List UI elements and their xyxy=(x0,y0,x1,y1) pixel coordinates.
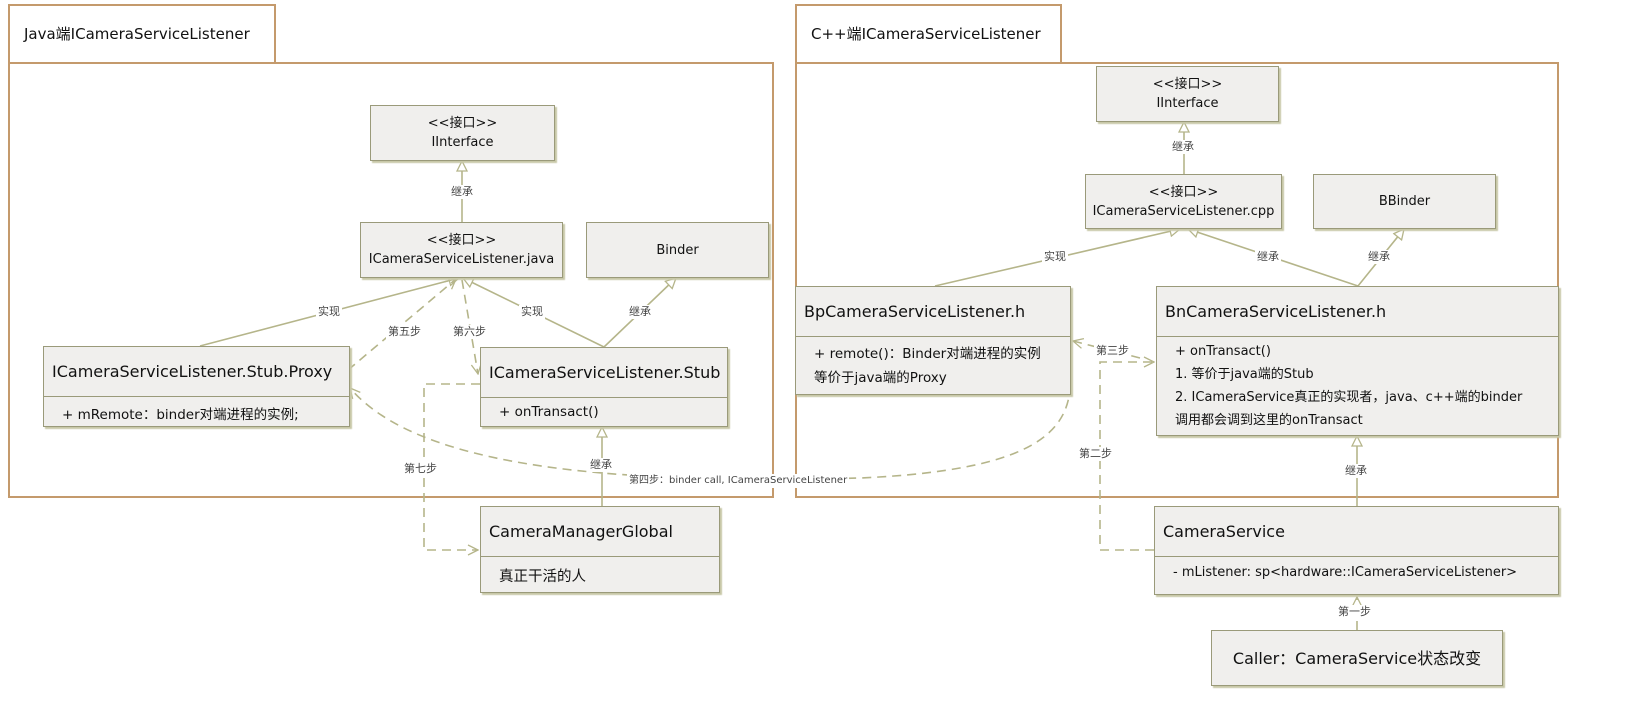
proxy-class-member: + mRemote：binder对端进程的实例; xyxy=(62,407,299,423)
cpp-iinterface-box: <<接口>> IInterface xyxy=(1096,66,1279,122)
java-iinterface-box: <<接口>> IInterface xyxy=(370,105,555,161)
label-bn-inherit-listener: 继承 xyxy=(1255,250,1281,264)
bp-class-name: BpCameraServiceListener.h xyxy=(796,287,1070,337)
java-iinterface-name: IInterface xyxy=(431,135,494,150)
label-step2: 第二步 xyxy=(1077,447,1114,461)
cpp-iinterface-name: IInterface xyxy=(1156,96,1219,111)
java-panel-frame xyxy=(8,62,774,498)
caller-name: Caller：CameraService状态改变 xyxy=(1232,648,1482,668)
edge-step5 xyxy=(347,279,456,371)
camera-manager-global-name: CameraManagerGlobal xyxy=(481,507,719,557)
proxy-class-box: ICameraServiceListener.Stub.Proxy + mRem… xyxy=(43,346,350,427)
cpp-iinterface-stereotype: <<接口>> xyxy=(1152,77,1223,92)
bn-class-line1: + onTransact() xyxy=(1175,344,1271,359)
label-step1: 第一步 xyxy=(1336,605,1373,619)
bn-class-line4: 调用都会调到这里的onTransact xyxy=(1175,413,1363,428)
proxy-class-name: ICameraServiceListener.Stub.Proxy xyxy=(44,347,349,397)
label-binder-inherit: 继承 xyxy=(627,305,653,319)
stub-class-member: + onTransact() xyxy=(499,404,599,420)
camera-manager-global-note: 真正干活的人 xyxy=(499,569,586,585)
label-proxy-implement: 实现 xyxy=(316,305,342,319)
camera-service-member: - mListener: sp<hardware::ICameraService… xyxy=(1173,565,1518,580)
caller-box: Caller：CameraService状态改变 xyxy=(1211,630,1503,686)
listener-java-name: ICameraServiceListener.java xyxy=(368,252,555,267)
bp-class-box: BpCameraServiceListener.h + remote()：Bin… xyxy=(795,286,1071,395)
bn-class-name: BnCameraServiceListener.h xyxy=(1157,287,1558,337)
label-java-inherit: 继承 xyxy=(449,185,475,199)
bn-class-body: + onTransact() 1. 等价于java端的Stub 2. ICame… xyxy=(1157,337,1558,432)
label-step6: 第六步 xyxy=(451,325,488,339)
listener-java-box: <<接口>> ICameraServiceListener.java xyxy=(360,222,563,278)
label-step7: 第七步 xyxy=(402,462,439,476)
camera-manager-global-box: CameraManagerGlobal 真正干活的人 xyxy=(480,506,720,593)
label-bbinder-inherit: 继承 xyxy=(1366,250,1392,264)
bp-class-line1: + remote()：Binder对端进程的实例 xyxy=(814,346,1041,362)
bn-class-line2: 1. 等价于java端的Stub xyxy=(1175,367,1314,382)
listener-cpp-name: ICameraServiceListener.cpp xyxy=(1092,203,1275,219)
label-cpp-inherit: 继承 xyxy=(1170,140,1196,154)
label-bp-implement: 实现 xyxy=(1042,250,1068,264)
bn-class-box: BnCameraServiceListener.h + onTransact()… xyxy=(1156,286,1559,436)
stub-class-name: ICameraServiceListener.Stub xyxy=(481,348,727,398)
label-stub-implement: 实现 xyxy=(519,305,545,319)
bp-class-line2: 等价于java端的Proxy xyxy=(814,370,947,386)
listener-java-stereotype: <<接口>> xyxy=(426,233,497,248)
camera-service-box: CameraService - mListener: sp<hardware::… xyxy=(1154,506,1559,595)
stub-class-box: ICameraServiceListener.Stub + onTransact… xyxy=(480,347,728,427)
bbinder-name: BBinder xyxy=(1378,194,1431,209)
label-cmg-inherit: 继承 xyxy=(588,458,614,472)
binder-box: Binder xyxy=(586,222,769,278)
java-panel-title: Java端ICameraServiceListener xyxy=(8,4,276,64)
edge-step4 xyxy=(350,369,1072,481)
bn-class-line3: 2. ICameraService真正的实现者，java、c++端的binder xyxy=(1175,390,1523,405)
cpp-panel-title: C++端ICameraServiceListener xyxy=(795,4,1062,64)
bp-class-body: + remote()：Binder对端进程的实例 等价于java端的Proxy xyxy=(796,337,1070,390)
camera-service-name: CameraService xyxy=(1155,507,1558,557)
cpp-panel-frame xyxy=(795,62,1559,498)
binder-name: Binder xyxy=(656,242,699,258)
label-step4: 第四步：binder call, ICameraServiceListener xyxy=(627,474,850,488)
listener-cpp-stereotype: <<接口>> xyxy=(1148,184,1219,200)
listener-cpp-box: <<接口>> ICameraServiceListener.cpp xyxy=(1085,174,1282,229)
java-iinterface-stereotype: <<接口>> xyxy=(427,116,498,131)
label-step3: 第三步 xyxy=(1094,344,1131,358)
label-step5: 第五步 xyxy=(386,325,423,339)
label-cs-inherit: 继承 xyxy=(1343,464,1369,478)
bbinder-box: BBinder xyxy=(1313,174,1496,229)
